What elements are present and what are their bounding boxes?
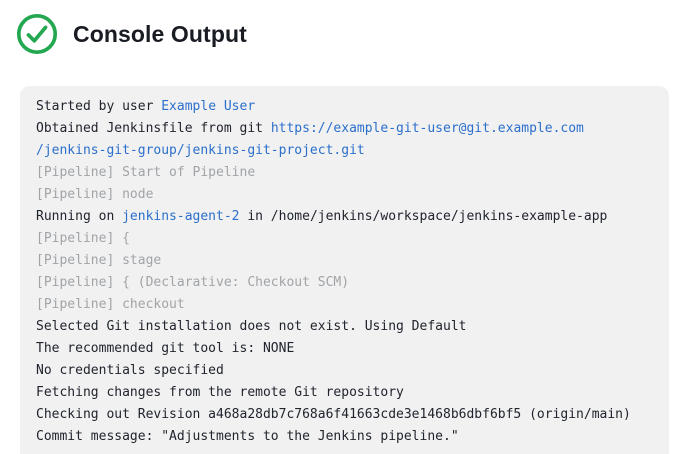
console-line: [Pipeline] checkout [36,294,653,316]
check-circle-icon [16,13,58,55]
console-link[interactable]: Example User [161,99,256,114]
console-link[interactable]: jenkins-agent-2 [122,209,240,224]
console-line: /jenkins-git-group/jenkins-git-project.g… [36,140,653,162]
console-text: Selected Git installation does not exist… [36,319,467,334]
console-line: [Pipeline] stage [36,250,653,272]
console-text: Checking out Revision a468a28db7c768a6f4… [36,407,631,422]
console-line: [Pipeline] Start of Pipeline [36,162,653,184]
console-muted-text: [Pipeline] node [36,187,154,202]
console-line: Obtained Jenkinsfile from git https://ex… [36,118,653,140]
console-line: [Pipeline] { (Declarative: Checkout SCM) [36,272,653,294]
console-line: Running on jenkins-agent-2 in /home/jenk… [36,206,653,228]
console-text: Started by user [36,99,162,114]
console-text: Commit message: "Adjustments to the Jenk… [36,429,459,444]
console-text: Running on [36,209,123,224]
console-line: The recommended git tool is: NONE [36,338,653,360]
console-muted-text: [Pipeline] stage [36,253,162,268]
console-link[interactable]: /jenkins-git-group/jenkins-git-project.g… [36,143,365,158]
page-title: Console Output [73,20,247,47]
console-line: Commit message: "Adjustments to the Jenk… [36,426,653,448]
console-line: Selected Git installation does not exist… [36,316,653,338]
console-line: Checking out Revision a468a28db7c768a6f4… [36,404,653,426]
console-muted-text: [Pipeline] { [36,231,130,246]
console-text: No credentials specified [36,363,224,378]
console-text: Obtained Jenkinsfile from git [36,121,271,136]
console-output-header: Console Output [16,13,686,55]
console-line: [Pipeline] { [36,228,653,250]
console-line: Started by user Example User [36,96,653,118]
console-muted-text: [Pipeline] { (Declarative: Checkout SCM) [36,275,350,290]
console-line: [Pipeline] node [36,184,653,206]
console-link[interactable]: https://example-git-user@git.example.com [270,121,584,136]
console-muted-text: [Pipeline] Start of Pipeline [36,165,256,180]
console-line: Fetching changes from the remote Git rep… [36,382,653,404]
console-line: No credentials specified [36,360,653,382]
console-text: in /home/jenkins/workspace/jenkins-examp… [239,209,608,224]
console-text: The recommended git tool is: NONE [36,341,295,356]
console-text: Fetching changes from the remote Git rep… [36,385,404,400]
console-muted-text: [Pipeline] checkout [36,297,185,312]
